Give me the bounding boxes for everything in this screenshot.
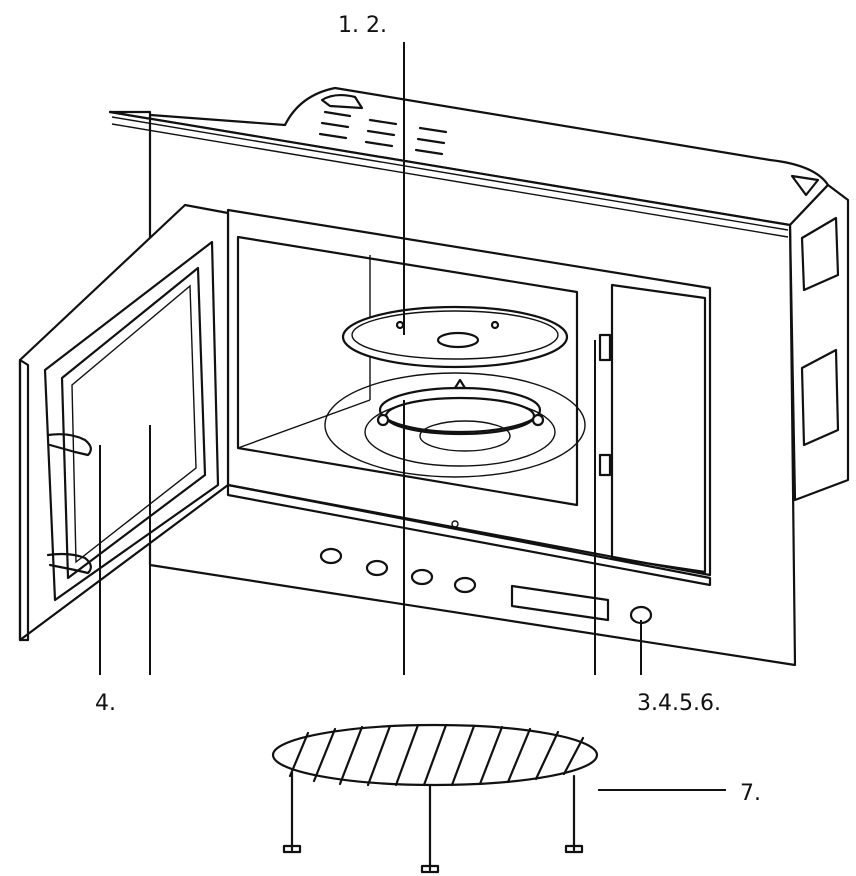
microwave-body [108, 86, 850, 667]
label-7: 7. [740, 781, 761, 806]
leader-lines [99, 42, 726, 791]
label-3-4-5-6: 3.4.5.6. [637, 691, 721, 716]
label-4: 4. [95, 691, 116, 716]
rack [271, 723, 599, 874]
door [18, 203, 230, 642]
label-1-2: 1. 2. [338, 13, 387, 38]
